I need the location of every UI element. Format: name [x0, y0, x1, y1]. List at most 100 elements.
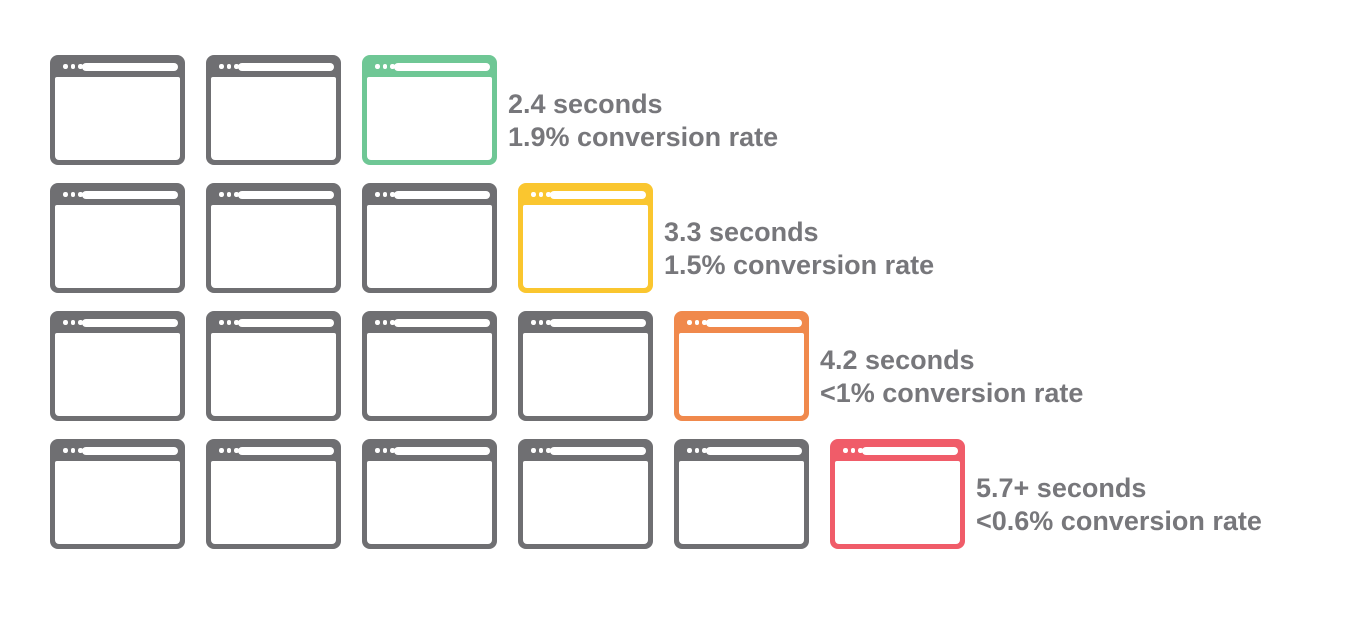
browser-window-group [50, 439, 965, 549]
address-bar-icon [394, 319, 490, 327]
address-bar-icon [82, 319, 178, 327]
window-body [367, 461, 492, 544]
browser-window-gray-icon [362, 183, 497, 293]
window-body [211, 205, 336, 288]
browser-window-gray-icon [206, 183, 341, 293]
browser-window-group [50, 311, 809, 421]
window-dots-icon [375, 64, 395, 69]
window-dot-icon [375, 448, 380, 453]
window-dot-icon [375, 320, 380, 325]
conversion-rate-label: 1.5% conversion rate [664, 250, 935, 280]
address-bar-icon [394, 447, 490, 455]
window-dots-icon [219, 64, 239, 69]
browser-window-group [50, 183, 653, 293]
window-dot-icon [538, 320, 543, 325]
window-dots-icon [843, 448, 863, 453]
window-body [523, 205, 648, 288]
row-caption: 2.4 seconds 1.9% conversion rate [508, 88, 778, 154]
window-dots-icon [63, 192, 83, 197]
latency-row-3-3s: 3.3 seconds 1.5% conversion rate [50, 183, 1262, 293]
window-dot-icon [234, 448, 239, 453]
window-dot-icon [390, 64, 395, 69]
window-dot-icon [78, 320, 83, 325]
window-dot-icon [219, 64, 224, 69]
browser-window-group [50, 55, 497, 165]
latency-row-4-2s: 4.2 seconds <1% conversion rate [50, 311, 1262, 421]
window-dot-icon [234, 192, 239, 197]
address-bar-icon [238, 319, 334, 327]
window-dot-icon [63, 64, 68, 69]
address-bar-icon [394, 191, 490, 199]
latency-row-2-4s: 2.4 seconds 1.9% conversion rate [50, 55, 1262, 165]
browser-window-gray-icon [674, 439, 809, 549]
row-caption: 5.7+ seconds <0.6% conversion rate [976, 472, 1262, 538]
browser-window-gray-icon [518, 311, 653, 421]
window-body [835, 461, 960, 544]
window-dot-icon [226, 192, 231, 197]
window-dots-icon [219, 320, 239, 325]
browser-window-gray-icon [50, 311, 185, 421]
window-body [523, 333, 648, 416]
window-dot-icon [234, 320, 239, 325]
window-body [55, 333, 180, 416]
conversion-rate-label: 1.9% conversion rate [508, 122, 779, 152]
browser-window-gray-icon [206, 439, 341, 549]
browser-window-orange-icon [674, 311, 809, 421]
window-dots-icon [687, 320, 707, 325]
window-dots-icon [687, 448, 707, 453]
window-body [679, 333, 804, 416]
window-dots-icon [375, 448, 395, 453]
window-dot-icon [375, 64, 380, 69]
window-body [211, 77, 336, 160]
window-dots-icon [63, 320, 83, 325]
address-bar-icon [862, 447, 958, 455]
window-body [55, 461, 180, 544]
window-dot-icon [694, 320, 699, 325]
window-dot-icon [78, 192, 83, 197]
window-dot-icon [546, 320, 551, 325]
browser-window-gray-icon [50, 55, 185, 165]
window-dot-icon [531, 192, 536, 197]
address-bar-icon [238, 447, 334, 455]
window-dot-icon [702, 320, 707, 325]
window-dots-icon [531, 448, 551, 453]
latency-row-5-7s: 5.7+ seconds <0.6% conversion rate [50, 439, 1262, 549]
window-dot-icon [687, 448, 692, 453]
window-dot-icon [219, 192, 224, 197]
browser-window-gray-icon [206, 311, 341, 421]
window-dot-icon [843, 448, 848, 453]
window-dot-icon [226, 64, 231, 69]
window-dots-icon [63, 64, 83, 69]
load-time-label: 4.2 seconds [820, 345, 975, 375]
address-bar-icon [550, 191, 646, 199]
load-time-label: 5.7+ seconds [976, 473, 1147, 503]
load-time-label: 2.4 seconds [508, 89, 663, 119]
window-body [55, 77, 180, 160]
browser-window-red-icon [830, 439, 965, 549]
window-dot-icon [546, 448, 551, 453]
window-dot-icon [390, 192, 395, 197]
window-dot-icon [694, 448, 699, 453]
window-dot-icon [226, 320, 231, 325]
window-dot-icon [702, 448, 707, 453]
conversion-rate-label: <1% conversion rate [820, 378, 1084, 408]
window-dot-icon [78, 64, 83, 69]
browser-window-gray-icon [362, 311, 497, 421]
window-dot-icon [63, 448, 68, 453]
window-dot-icon [382, 320, 387, 325]
address-bar-icon [550, 447, 646, 455]
window-dot-icon [538, 448, 543, 453]
window-dot-icon [538, 192, 543, 197]
browser-window-gray-icon [50, 183, 185, 293]
address-bar-icon [550, 319, 646, 327]
window-dot-icon [531, 448, 536, 453]
window-dot-icon [858, 448, 863, 453]
window-dot-icon [219, 448, 224, 453]
window-dot-icon [63, 320, 68, 325]
window-dots-icon [375, 320, 395, 325]
window-dot-icon [382, 64, 387, 69]
window-dot-icon [687, 320, 692, 325]
address-bar-icon [238, 191, 334, 199]
window-body [523, 461, 648, 544]
window-dot-icon [382, 448, 387, 453]
